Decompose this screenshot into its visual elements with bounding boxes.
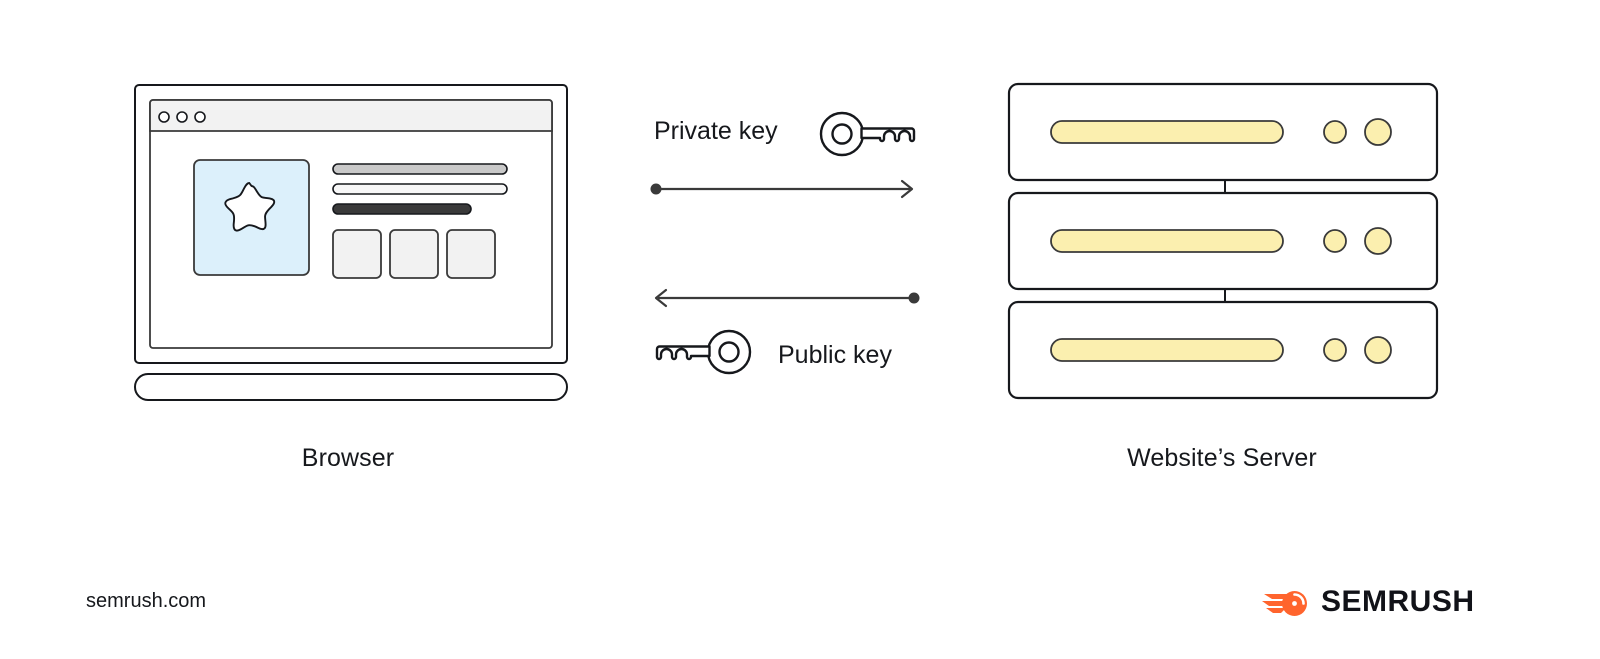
server-unit-3	[1007, 300, 1439, 400]
window-dot-close[interactable]	[158, 111, 170, 123]
status-light-2	[1364, 227, 1392, 255]
content-line-1	[332, 163, 508, 175]
status-light-1	[1323, 338, 1347, 362]
star-icon	[224, 182, 276, 232]
server-unit-2	[1007, 191, 1439, 291]
window-dot-minimize[interactable]	[176, 111, 188, 123]
arrow-start-dot	[650, 183, 662, 195]
arrow-public-key-to-browser	[654, 288, 920, 308]
server-rack-illustration	[1007, 82, 1439, 400]
window-dot-maximize[interactable]	[194, 111, 206, 123]
public-key-label: Public key	[778, 341, 892, 369]
semrush-comet-icon	[1262, 591, 1307, 616]
status-light-1	[1323, 229, 1347, 253]
server-unit-1	[1007, 82, 1439, 182]
drive-bay-bar	[1050, 338, 1284, 362]
arrow-private-key-to-server	[650, 179, 914, 199]
key-icon-public	[655, 329, 752, 375]
content-line-2	[332, 183, 508, 195]
semrush-wordmark: SEMRUSH	[1321, 585, 1475, 618]
laptop-base	[134, 373, 568, 401]
content-card-3[interactable]	[446, 229, 496, 279]
arrow-start-dot	[908, 292, 920, 304]
semrush-logo: SEMRUSH	[1262, 585, 1475, 619]
status-light-1	[1323, 120, 1347, 144]
content-card-2[interactable]	[389, 229, 439, 279]
status-light-2	[1364, 336, 1392, 364]
arrow-head-left	[654, 288, 668, 308]
arrow-head-right	[900, 179, 914, 199]
footer-url: semrush.com	[86, 590, 207, 612]
status-light-2	[1364, 118, 1392, 146]
private-key-label: Private key	[654, 117, 778, 145]
server-caption: Website’s Server	[1127, 444, 1317, 472]
content-card-1[interactable]	[332, 229, 382, 279]
drive-bay-bar	[1050, 120, 1284, 144]
content-line-3	[332, 203, 472, 215]
key-icon-private	[819, 111, 916, 157]
browser-caption: Browser	[301, 444, 395, 472]
drive-bay-bar	[1050, 229, 1284, 253]
browser-laptop-illustration	[134, 84, 568, 401]
browser-titlebar	[149, 99, 553, 132]
